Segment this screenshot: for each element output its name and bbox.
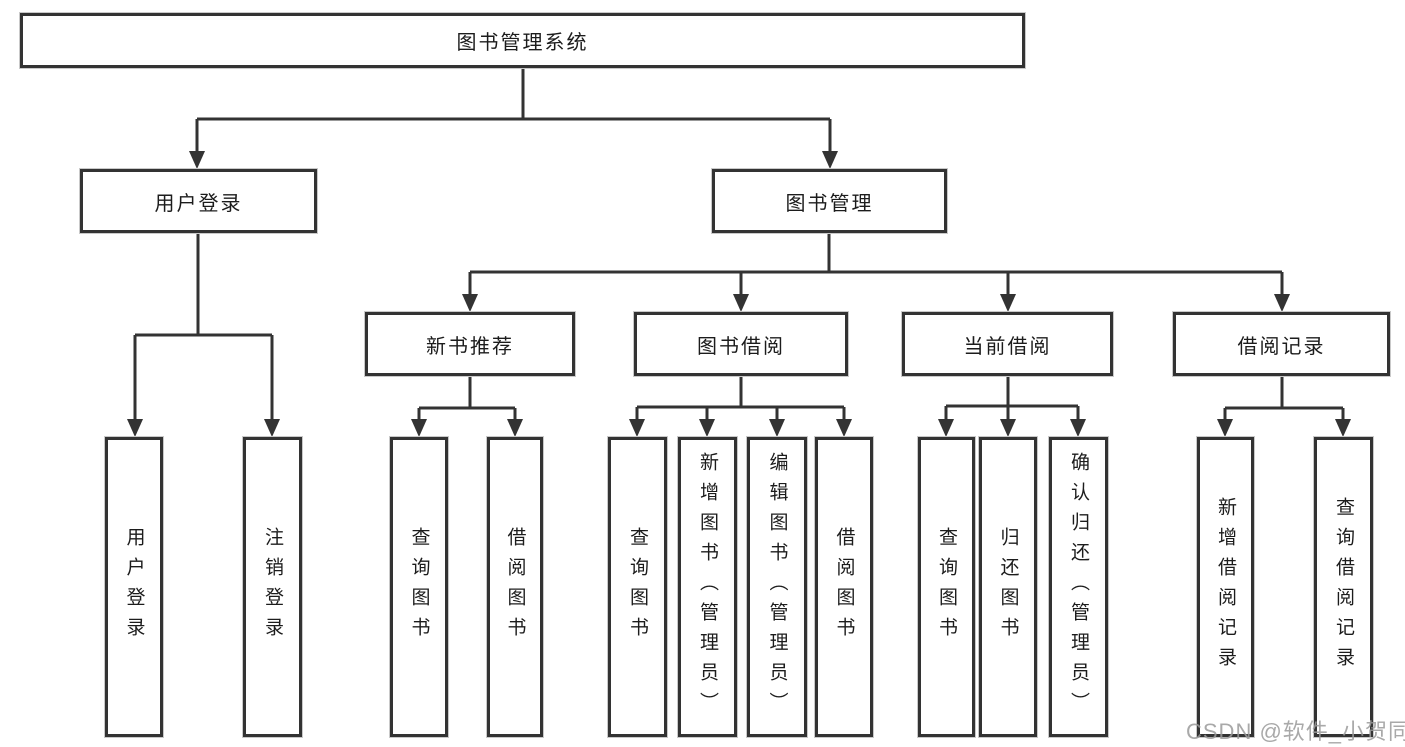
node-new-book-recommend: 新书推荐 xyxy=(365,312,575,376)
node-book-borrow-label: 图书借阅 xyxy=(697,335,785,358)
leaf-bb-edit-book-admin-label: 编辑图书（管理员） xyxy=(766,452,788,722)
node-new-book-recommend-label: 新书推荐 xyxy=(426,335,514,358)
node-root-label: 图书管理系统 xyxy=(456,32,589,54)
leaf-br-add-record: 新增借阅记录 xyxy=(1197,437,1254,737)
watermark: CSDN @软件_小贺同学 xyxy=(1186,719,1405,744)
leaf-cb-query-book: 查询图书 xyxy=(918,437,975,737)
leaf-nbr-query-book-label: 查询图书 xyxy=(408,527,430,647)
node-book-borrow: 图书借阅 xyxy=(634,312,848,376)
leaf-br-query-record: 查询借阅记录 xyxy=(1314,437,1373,737)
leaf-nbr-query-book: 查询图书 xyxy=(390,437,448,737)
leaf-user-login-label: 用户登录 xyxy=(123,527,145,647)
leaf-cb-confirm-return-admin-label: 确认归还（管理员） xyxy=(1068,452,1089,722)
leaf-bb-edit-book-admin: 编辑图书（管理员） xyxy=(747,437,807,737)
leaf-br-query-record-label: 查询借阅记录 xyxy=(1333,497,1354,677)
leaf-cb-query-book-label: 查询图书 xyxy=(936,527,957,647)
node-root: 图书管理系统 xyxy=(20,13,1025,68)
node-borrow-records: 借阅记录 xyxy=(1173,312,1390,376)
arrowheads xyxy=(127,151,1351,437)
leaf-bb-query-book: 查询图书 xyxy=(608,437,667,737)
leaf-cb-return-book: 归还图书 xyxy=(979,437,1037,737)
leaf-nbr-borrow-book: 借阅图书 xyxy=(487,437,543,737)
leaf-cb-return-book-label: 归还图书 xyxy=(997,527,1019,647)
node-borrow-records-label: 借阅记录 xyxy=(1237,335,1326,358)
leaf-bb-query-book-label: 查询图书 xyxy=(627,527,648,647)
node-user-login-label: 用户登录 xyxy=(154,192,243,215)
node-book-management: 图书管理 xyxy=(712,169,947,233)
leaf-br-add-record-label: 新增借阅记录 xyxy=(1215,497,1236,677)
leaf-logout-label: 注销登录 xyxy=(262,527,283,647)
leaf-bb-add-book-admin: 新增图书（管理员） xyxy=(678,437,737,737)
node-book-management-label: 图书管理 xyxy=(785,192,874,215)
node-current-borrow: 当前借阅 xyxy=(902,312,1113,376)
leaf-logout: 注销登录 xyxy=(243,437,302,737)
node-user-login: 用户登录 xyxy=(80,169,317,233)
leaf-bb-borrow-book-label: 借阅图书 xyxy=(833,527,855,647)
leaf-user-login: 用户登录 xyxy=(105,437,163,737)
node-current-borrow-label: 当前借阅 xyxy=(963,335,1052,358)
leaf-cb-confirm-return-admin: 确认归还（管理员） xyxy=(1049,437,1108,737)
leaf-bb-borrow-book: 借阅图书 xyxy=(815,437,873,737)
leaf-bb-add-book-admin-label: 新增图书（管理员） xyxy=(697,452,718,722)
leaf-nbr-borrow-book-label: 借阅图书 xyxy=(504,527,526,647)
